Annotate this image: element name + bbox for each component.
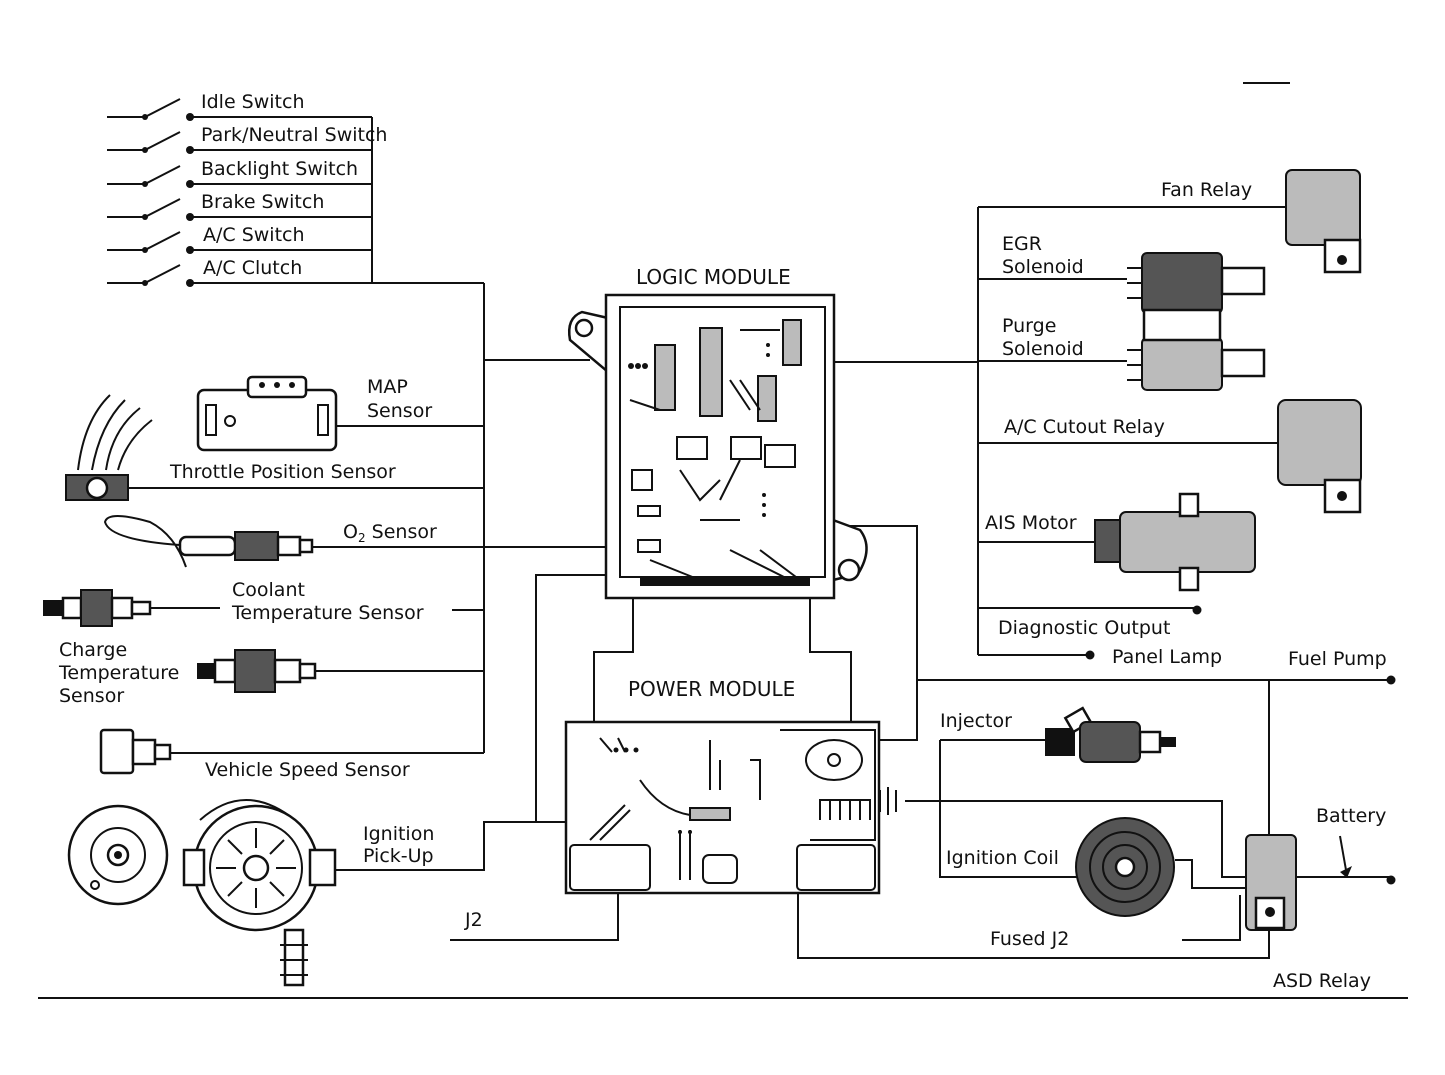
brake-switch-label: Brake Switch <box>201 191 324 213</box>
ac-cutout-relay <box>1277 399 1362 514</box>
purge-solenoid-label-1: Purge <box>1002 315 1056 337</box>
ignition-pickup-label-1: Ignition <box>363 823 434 845</box>
fan-relay-label: Fan Relay <box>1161 179 1252 201</box>
ac-clutch-label: A/C Clutch <box>203 257 302 279</box>
power-module-label: POWER MODULE <box>628 677 795 701</box>
asd-relay-label: ASD Relay <box>1273 970 1371 992</box>
charge-sensor-label-3: Sensor <box>59 685 124 707</box>
throttle-position-sensor-label: Throttle Position Sensor <box>169 461 396 483</box>
coolant-temperature-sensor <box>43 589 152 627</box>
idle-switch-label: Idle Switch <box>201 91 305 113</box>
vehicle-speed-sensor-label: Vehicle Speed Sensor <box>205 759 410 781</box>
ignition-coil-label: Ignition Coil <box>946 847 1059 869</box>
ais-motor <box>1094 492 1256 592</box>
ignition-coil <box>1075 817 1175 917</box>
distributor <box>67 799 337 987</box>
egr-solenoid-label-1: EGR <box>1002 233 1042 255</box>
fuel-pump-label: Fuel Pump <box>1288 648 1387 670</box>
battery-arrow <box>1339 835 1352 878</box>
coolant-sensor-label-2: Temperature Sensor <box>231 602 424 624</box>
ais-motor-label: AIS Motor <box>985 512 1077 534</box>
injector-label: Injector <box>940 710 1012 732</box>
map-sensor-label-2: Sensor <box>367 400 432 422</box>
o2-sensor-label: O2 Sensor <box>343 521 437 545</box>
map-sensor <box>196 375 338 452</box>
asd-relay <box>1245 834 1297 931</box>
logic-module <box>568 293 868 600</box>
wiring <box>38 82 1408 999</box>
coolant-sensor-label-1: Coolant <box>232 579 305 601</box>
diagnostic-output-label: Diagnostic Output <box>998 617 1170 639</box>
labels: Idle Switch Park/Neutral Switch Backligh… <box>58 91 1387 992</box>
fan-relay <box>1285 169 1362 274</box>
ignition-pickup-label-2: Pick-Up <box>363 845 434 867</box>
panel-lamp-label: Panel Lamp <box>1112 646 1222 668</box>
ac-cutout-relay-label: A/C Cutout Relay <box>1004 416 1165 438</box>
backlight-switch-label: Backlight Switch <box>201 158 358 180</box>
o2-sensor <box>103 515 314 568</box>
fused-j2-label: Fused J2 <box>990 928 1069 950</box>
power-module <box>564 720 897 895</box>
battery-label: Battery <box>1316 805 1386 827</box>
injector <box>1045 706 1176 763</box>
throttle-position-sensor <box>65 394 153 501</box>
vehicle-speed-sensor <box>99 728 172 775</box>
park-neutral-switch-label: Park/Neutral Switch <box>201 124 387 146</box>
j2-label: J2 <box>464 909 483 931</box>
map-sensor-label-1: MAP <box>367 376 408 398</box>
charge-temperature-sensor <box>197 649 317 693</box>
logic-module-label: LOGIC MODULE <box>636 265 791 289</box>
ac-switch-label: A/C Switch <box>203 224 305 246</box>
egr-purge-solenoids <box>1127 252 1266 391</box>
charge-sensor-label-1: Charge <box>59 639 127 661</box>
switch-symbols <box>107 98 181 286</box>
purge-solenoid-label-2: Solenoid <box>1002 338 1084 360</box>
egr-solenoid-label-2: Solenoid <box>1002 256 1084 278</box>
charge-sensor-label-2: Temperature <box>58 662 179 684</box>
